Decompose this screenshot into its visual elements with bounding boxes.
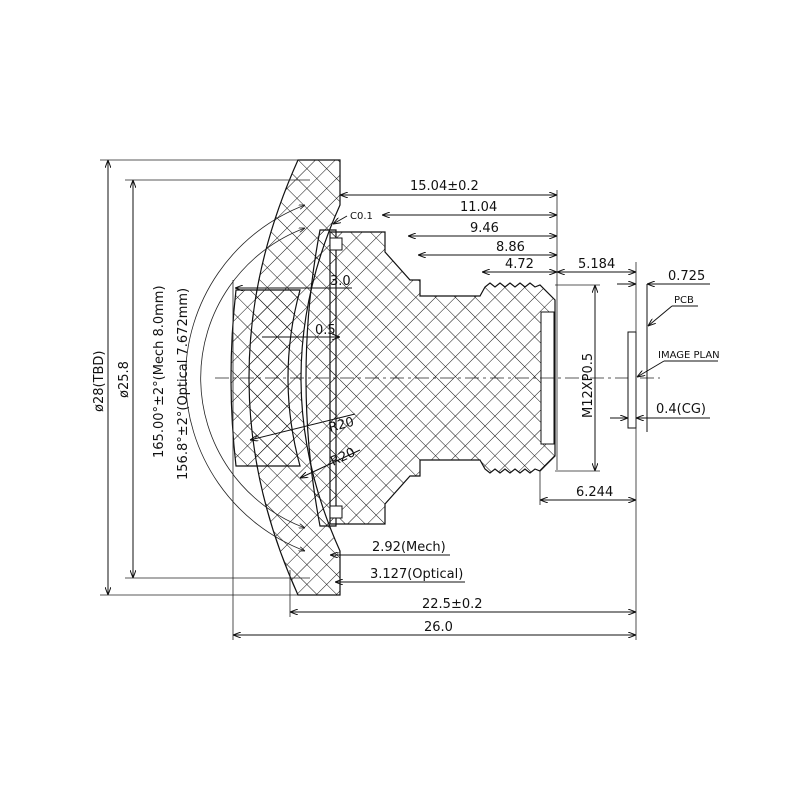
label-image-plane: IMAGE PLAN [658, 350, 720, 361]
dim-26: 26.0 [424, 620, 453, 635]
dim-8-86: 8.86 [496, 240, 525, 255]
dimension-lines [108, 160, 718, 635]
dim-4-72: 4.72 [505, 257, 534, 272]
extension-lines [100, 159, 637, 640]
dim-thread: M12XP0.5 [581, 353, 596, 418]
dim-dia-28: ø28(TBD) [92, 350, 107, 412]
dim-thickness-0-5: 0.5 [315, 323, 336, 338]
dim-mech: 2.92(Mech) [372, 540, 446, 555]
dim-radius-r20-a: R20 [327, 415, 356, 436]
dim-5-184: 5.184 [578, 257, 615, 272]
dim-fov-optical: 156.8°±2°(Optical 7.672mm) [176, 288, 191, 480]
image-sensor-glass [627, 331, 637, 429]
dim-9-46: 9.46 [470, 221, 499, 236]
fov-arc-optical [200, 228, 305, 528]
retainer-bottom [329, 505, 343, 519]
dim-chamfer: C0.1 [350, 211, 373, 222]
dim-optical: 3.127(Optical) [370, 567, 463, 582]
label-pcb: PCB [674, 295, 694, 306]
dim-0-725: 0.725 [668, 269, 705, 284]
dim-fov-mech: 165.00°±2°(Mech 8.0mm) [152, 285, 167, 458]
dim-15-04: 15.04±0.2 [410, 179, 479, 194]
retainer-top [329, 237, 343, 251]
dim-6-244: 6.244 [576, 485, 613, 500]
dim-0-4-cg: 0.4(CG) [656, 402, 706, 417]
fov-arc-mech [185, 205, 305, 551]
dim-thickness-3-0: 3.0 [330, 274, 351, 289]
dim-dia-25-8: ø25.8 [117, 361, 132, 398]
dim-22-5: 22.5±0.2 [422, 597, 483, 612]
dim-11-04: 11.04 [460, 200, 497, 215]
